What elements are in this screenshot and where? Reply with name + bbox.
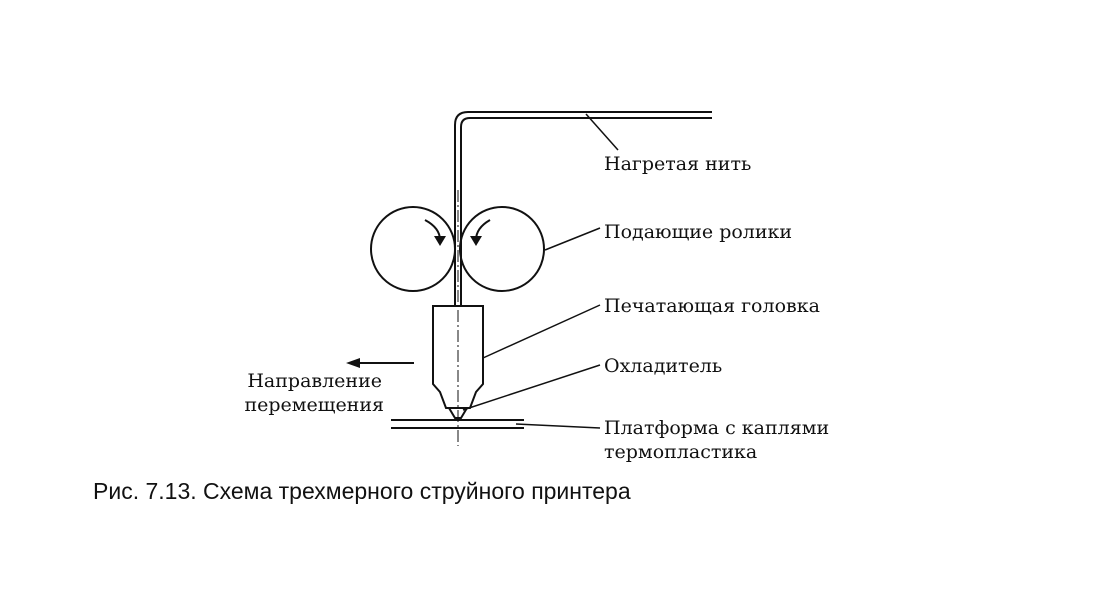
- label-feed-rollers: Подающие ролики: [604, 221, 792, 243]
- feed-roller-left: [370, 206, 456, 292]
- heated-filament: [454, 111, 712, 306]
- direction-arrowhead: [346, 358, 360, 368]
- figure-caption: Рис. 7.13. Схема трехмерного струйного п…: [93, 478, 631, 504]
- feed-roller-right: [459, 206, 545, 292]
- label-direction-line1: Направление: [247, 370, 382, 392]
- leader-cooler: [462, 364, 601, 411]
- label-direction-line2: перемещения: [244, 394, 384, 416]
- heated-filament-inner: [460, 117, 712, 306]
- leader-platform: [515, 423, 601, 429]
- label-cooler: Охладитель: [604, 355, 722, 377]
- label-platform-line2: термопластика: [604, 441, 757, 463]
- rotation-arrowhead-left: [434, 236, 446, 246]
- label-heated-filament: Нагретая нить: [604, 153, 751, 175]
- label-print-head: Печатающая головка: [604, 295, 820, 317]
- label-platform-line1: Платформа с каплями: [604, 417, 829, 439]
- leader-print-head: [482, 304, 601, 359]
- rotation-arrowhead-right: [470, 236, 482, 246]
- leader-heated-filament: [585, 113, 619, 151]
- leader-feed-rollers: [544, 227, 601, 251]
